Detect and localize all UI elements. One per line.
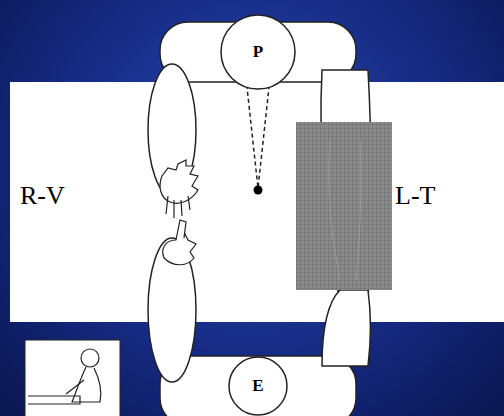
hidden-arm — [329, 140, 361, 280]
hand — [160, 160, 198, 218]
side-label: L-T — [395, 181, 435, 211]
node-letter: E — [252, 376, 263, 396]
sight-line — [246, 78, 270, 188]
person-icon — [28, 349, 101, 404]
white-band — [10, 82, 504, 322]
screen — [296, 122, 392, 290]
head-circle: P — [220, 14, 296, 90]
arm — [322, 290, 370, 366]
hand — [163, 220, 196, 265]
inset-icon — [25, 340, 120, 416]
target-dot — [254, 186, 263, 195]
head-circle: E — [228, 356, 288, 416]
node-letter: P — [253, 42, 263, 62]
side-label: R-V — [20, 181, 65, 211]
